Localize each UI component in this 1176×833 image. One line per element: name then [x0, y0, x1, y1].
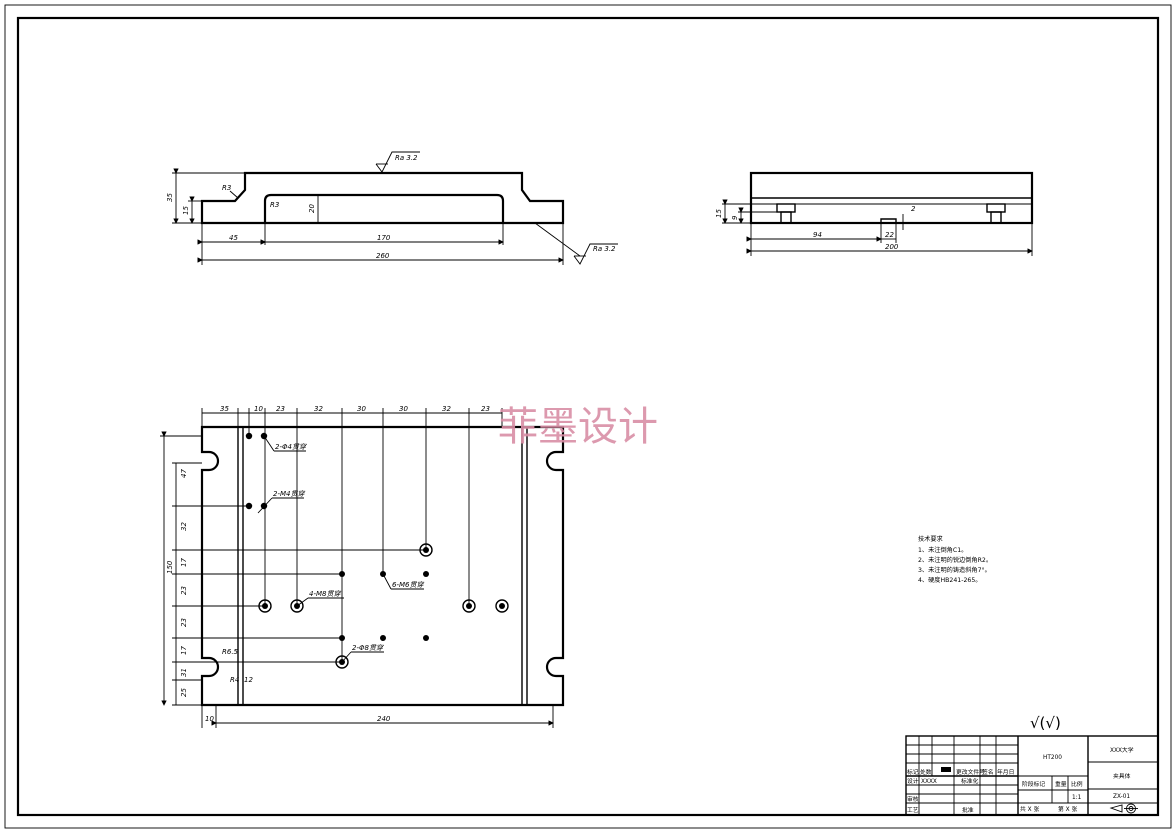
- callout-6-m6: 6-M6贯穿: [392, 581, 424, 589]
- plan-left-dim-1: 32: [180, 522, 188, 531]
- end-dim-9: 9: [731, 215, 739, 220]
- callout-2-phi4: 2-Φ4贯穿: [275, 443, 307, 451]
- radius-r3-inner: R3: [270, 201, 279, 209]
- tb-drawing-no: ZX-01: [1113, 794, 1130, 800]
- side-view: 35 15 20 R3 R3 45 170 260 Ra 3.2 Ra 3.2: [166, 151, 618, 265]
- tb-material: HT200: [1043, 755, 1062, 761]
- tb-standard-label: 标准化: [961, 777, 979, 785]
- callout-2-phi8: 2-Φ8贯穿: [352, 644, 384, 652]
- tb-row-label-0: 标记: [907, 768, 919, 776]
- dim-260: 260: [376, 252, 390, 260]
- callout-r4: R4: [230, 676, 239, 684]
- tech-requirements: 技术要求 1、未注倒角C1。 2、未注明的锐边倒角R2。 3、未注明的铸造斜角7…: [918, 535, 992, 584]
- plan-top-dim-1: 10: [254, 405, 263, 413]
- tb-scale-label: 比例: [1071, 780, 1083, 788]
- plan-left-dim-6: 31: [180, 668, 188, 677]
- callout-r6-5: R6.5: [222, 648, 239, 656]
- tb-process-label: 工艺: [907, 806, 919, 814]
- general-roughness: √(√): [1030, 714, 1061, 732]
- tb-approve-label: 批准: [962, 806, 974, 814]
- end-dim-15: 15: [715, 209, 723, 218]
- plan-left-dim-4: 23: [180, 618, 188, 627]
- plan-top-dim-5: 30: [399, 405, 408, 413]
- plan-dim-240: 240: [377, 715, 391, 723]
- dim-35: 35: [166, 193, 174, 202]
- plan-top-dim-6: 32: [442, 405, 451, 413]
- radius-r3-left: R3: [222, 184, 231, 192]
- watermark: 菲墨设计: [498, 404, 658, 450]
- callout-12: 12: [244, 676, 253, 684]
- tb-design-name: XXXX: [921, 779, 937, 785]
- tb-row-label-3: 更改文件号: [956, 768, 985, 776]
- plan-view: 35 10 23 32 30 30 32 23 150 47 32 17 23 …: [160, 405, 565, 728]
- tb-part-name: 夹具体: [1113, 772, 1131, 780]
- tb-design-label: 设计: [907, 777, 919, 785]
- dim-170: 170: [377, 234, 391, 242]
- plan-top-dim-3: 32: [314, 405, 323, 413]
- plan-left-dim-3: 23: [180, 586, 188, 595]
- tech-item-3: 3、未注明的铸造斜角7°。: [918, 566, 991, 574]
- tb-row-label-4: 签名: [982, 768, 994, 776]
- tech-item-4: 4、硬度HB241-265。: [918, 576, 981, 584]
- end-dim-94: 94: [813, 231, 822, 239]
- plan-top-dim-4: 30: [357, 405, 366, 413]
- inner-frame: [16, 16, 1160, 817]
- tb-weight-label: 重量: [1055, 780, 1067, 788]
- tb-review-label: 审核: [907, 795, 919, 803]
- title-block: 标记 处数 更改文件号 签名 年月日 设计 XXXX 标准化 审核 工艺 批准 …: [905, 735, 1159, 816]
- end-dim-22: 22: [885, 231, 894, 239]
- outer-border: [4, 4, 1172, 829]
- tech-item-1: 1、未注倒角C1。: [918, 546, 967, 554]
- end-view: 15 9 94 22 2 200: [715, 171, 1034, 256]
- tb-sheet2: 第 X 张: [1058, 805, 1077, 813]
- roughness-top: Ra 3.2: [395, 154, 418, 162]
- dim-45: 45: [229, 234, 238, 242]
- plan-dim-150: 150: [166, 560, 174, 574]
- tb-row-label-1: 处数: [920, 768, 932, 776]
- end-dim-2: 2: [911, 205, 916, 213]
- plan-dim-10: 10: [205, 715, 214, 723]
- plan-left-dim-5: 17: [180, 646, 188, 655]
- callout-4-m8: 4-M8贯穿: [309, 590, 341, 598]
- roughness-right: Ra 3.2: [593, 245, 616, 253]
- plan-top-dim-0: 35: [220, 405, 229, 413]
- dim-15: 15: [182, 206, 190, 215]
- tb-school: XXX大学: [1110, 746, 1134, 754]
- end-dim-200: 200: [885, 243, 899, 251]
- dim-20: 20: [308, 204, 316, 213]
- callout-2-m4: 2-M4贯穿: [273, 490, 305, 498]
- plan-left-dim-7: 25: [180, 688, 188, 697]
- plan-left-dim-2: 17: [180, 558, 188, 567]
- tech-item-2: 2、未注明的锐边倒角R2。: [918, 556, 992, 564]
- tb-row-label-5: 年月日: [997, 768, 1014, 776]
- plan-top-dim-2: 23: [276, 405, 285, 413]
- plan-left-dim-0: 47: [180, 469, 188, 478]
- tb-scale: 1:1: [1072, 795, 1082, 801]
- tech-title: 技术要求: [918, 535, 943, 543]
- tb-stage-label: 阶段标记: [1022, 780, 1045, 788]
- projection-symbol-icon: [1109, 803, 1138, 814]
- plan-top-dim-7: 23: [481, 405, 490, 413]
- tb-sheet: 共 X 张: [1020, 805, 1039, 813]
